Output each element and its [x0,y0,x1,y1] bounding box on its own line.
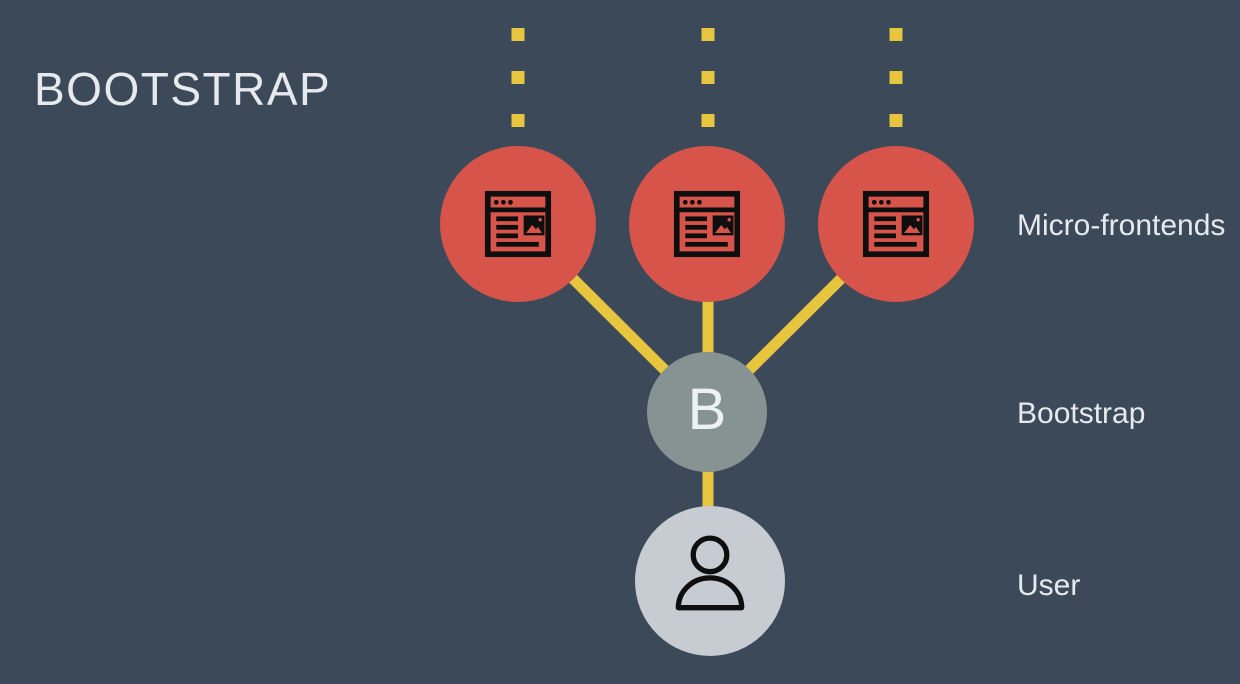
browser-window-icon [862,190,930,258]
user-node [635,506,785,656]
label-bootstrap: Bootstrap [1017,397,1146,430]
bootstrap-node-letter: B [687,377,727,442]
browser-window-icon [484,190,552,258]
slide-title: BOOTSTRAP [34,63,332,115]
micro-frontend-node [818,146,974,302]
person-icon [675,535,745,611]
micro-frontend-node [629,146,785,302]
label-micro-frontends: Micro-frontends [1017,209,1226,242]
label-user: User [1017,569,1081,602]
bootstrap-node: B [647,352,767,472]
browser-window-icon [673,190,741,258]
micro-frontend-node [440,146,596,302]
